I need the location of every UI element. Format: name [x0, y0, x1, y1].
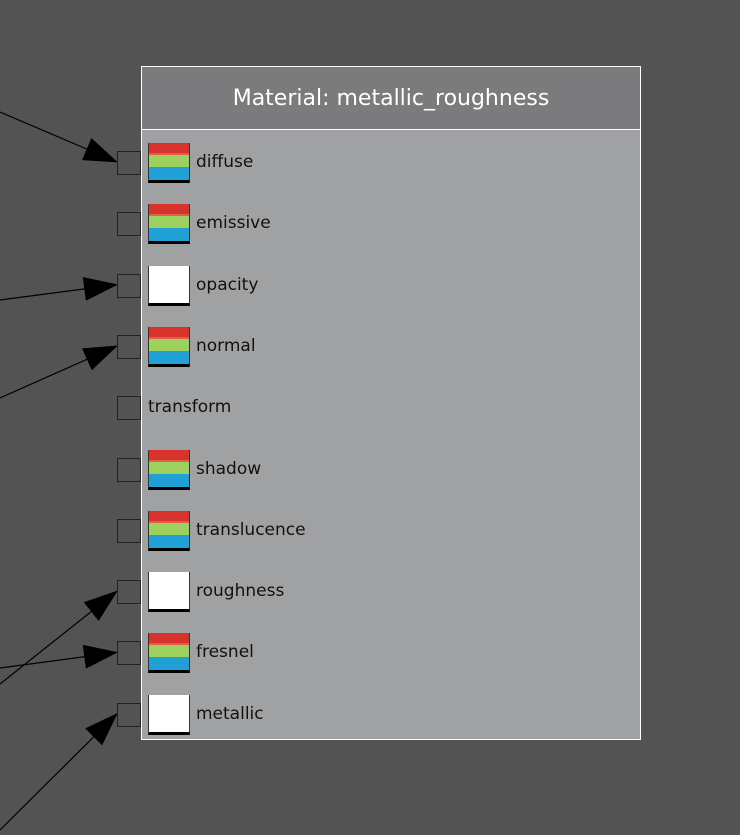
wire-to-fresnel [0, 644, 118, 669]
input-row-transform[interactable]: transform [117, 388, 640, 428]
input-label: translucence [196, 519, 306, 540]
input-port-diffuse[interactable] [117, 151, 141, 175]
diffuse-swatch-icon[interactable] [148, 143, 190, 183]
normal-swatch-icon[interactable] [148, 326, 190, 367]
wire-to-opacity [0, 277, 118, 301]
input-port-opacity[interactable] [117, 273, 141, 298]
translucence-swatch-icon[interactable] [148, 510, 190, 551]
input-port-roughness[interactable] [117, 580, 141, 605]
node-title[interactable]: Material: metallic_roughness [142, 67, 640, 130]
input-port-transform[interactable] [117, 396, 141, 421]
wire-to-normal [0, 345, 118, 399]
input-row-translucence[interactable]: translucence [117, 510, 640, 551]
input-row-fresnel[interactable]: fresnel [117, 633, 640, 674]
material-node[interactable]: Material: metallic_roughness diffuse emis… [117, 66, 641, 740]
input-row-opacity[interactable]: opacity [117, 265, 640, 306]
input-label: shadow [196, 458, 262, 479]
input-label: diffuse [196, 152, 254, 172]
wire-to-roughness [0, 590, 118, 685]
input-row-normal[interactable]: normal [117, 326, 640, 367]
input-port-normal[interactable] [117, 334, 141, 359]
input-label: roughness [196, 581, 285, 602]
shadow-swatch-icon[interactable] [148, 449, 190, 490]
input-port-translucence[interactable] [117, 518, 141, 543]
input-label: transform [148, 397, 232, 418]
input-row-emissive[interactable]: emissive [117, 204, 640, 245]
wire-to-metallic [0, 712, 118, 831]
input-label: opacity [196, 274, 259, 295]
input-row-diffuse[interactable]: diffuse [117, 143, 640, 183]
input-label: normal [196, 335, 256, 356]
input-port-shadow[interactable] [117, 457, 141, 482]
fresnel-swatch-icon[interactable] [148, 633, 190, 674]
input-label: metallic [196, 703, 264, 724]
input-row-metallic[interactable]: metallic [117, 694, 640, 735]
input-row-shadow[interactable]: shadow [117, 449, 640, 490]
input-label: emissive [196, 213, 271, 234]
opacity-swatch-icon[interactable] [148, 265, 190, 306]
input-port-emissive[interactable] [117, 212, 141, 237]
metallic-swatch-icon[interactable] [148, 694, 190, 735]
emissive-swatch-icon[interactable] [148, 204, 190, 245]
input-port-metallic[interactable] [117, 702, 141, 727]
input-row-roughness[interactable]: roughness [117, 572, 640, 613]
input-port-fresnel[interactable] [117, 641, 141, 666]
wire-to-diffuse [0, 111, 118, 163]
input-label: fresnel [196, 642, 254, 663]
roughness-swatch-icon[interactable] [148, 572, 190, 613]
